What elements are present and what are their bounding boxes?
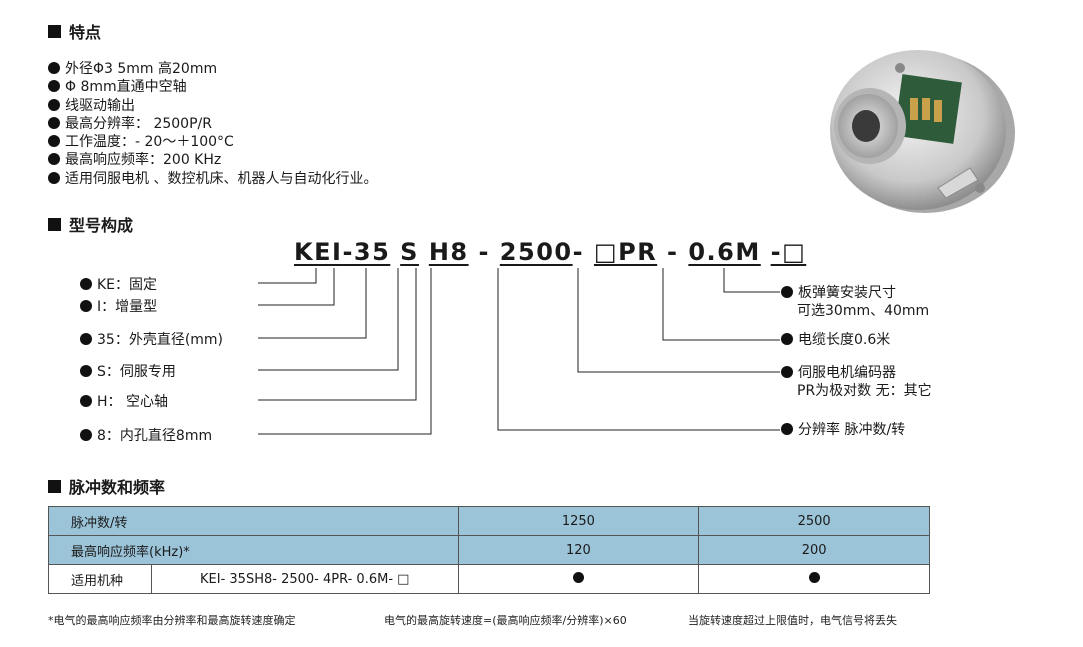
- model-part-2500: 2500: [499, 238, 573, 266]
- dot-icon: [781, 286, 793, 298]
- square-bullet-icon: [48, 479, 61, 493]
- footnote-2: 电气的最高旋转速度=(最高响应频率/分辨率)×60: [384, 614, 627, 627]
- feature-item: 最高响应频率：200 KHz: [48, 151, 377, 169]
- features-title: 特点: [69, 23, 102, 42]
- model-heading: 型号构成: [48, 212, 133, 236]
- dot-icon: [48, 116, 60, 129]
- cell-applicable-2: [698, 564, 930, 594]
- model-code: KEI-35 S H8 - 2500- □PR - 0.6M -□: [294, 238, 806, 266]
- row-label-pulse: 脉冲数/转: [48, 506, 459, 536]
- model-part-s: S: [400, 238, 419, 266]
- model-part-spring: -□: [770, 238, 807, 266]
- encoder-product-image: [830, 50, 1015, 213]
- label-8: 8：内孔直径8mm: [80, 425, 212, 445]
- line-i: [258, 268, 335, 306]
- line-s: [258, 268, 399, 371]
- model-part-35: -35: [342, 238, 391, 266]
- cell-pulse-1250: 1250: [457, 506, 700, 536]
- square-bullet-icon: [48, 217, 61, 231]
- table-row: 最高响应频率(kHz)* 120 200: [48, 535, 930, 565]
- label-h: H： 空心轴: [80, 391, 168, 411]
- label-resolution: 分辨率 脉冲数/转: [781, 421, 905, 439]
- spec-table: 脉冲数/转 1250 2500 最高响应频率(kHz)* 120 200 适用机…: [48, 506, 930, 594]
- line-35: [258, 268, 367, 339]
- footnote-1: *电气的最高响应频率由分辨率和最高旋转速度确定: [48, 614, 296, 627]
- dot-icon: [80, 429, 92, 441]
- model-sep: -: [478, 238, 490, 266]
- filled-dot-icon: [572, 571, 584, 583]
- feature-item: 外径Φ3 5mm 高20mm: [48, 60, 377, 78]
- dot-icon: [80, 333, 92, 345]
- line-spring: [723, 268, 780, 293]
- features-list: 外径Φ3 5mm 高20mm Φ 8mm直通中空轴 线驱动输出 最高分辨率： 2…: [48, 60, 377, 188]
- label-i: I：增量型: [80, 296, 157, 316]
- dot-icon: [48, 153, 60, 166]
- footnote-3: 当旋转速度超过上限值时，电气信号将丢失: [688, 614, 897, 627]
- dot-icon: [80, 395, 92, 407]
- label-s: S：伺服专用: [80, 361, 176, 381]
- feature-item: 工作温度：- 20～＋100°C: [48, 133, 377, 151]
- cell-freq-120: 120: [457, 535, 700, 565]
- model-part-h8: H8: [428, 238, 469, 266]
- model-title: 型号构成: [69, 216, 134, 235]
- label-ke: KE：固定: [80, 274, 157, 294]
- table-row: 脉冲数/转 1250 2500: [48, 506, 930, 536]
- line-cable: [662, 268, 780, 341]
- line-resolution: [497, 268, 780, 431]
- pulse-title: 脉冲数和频率: [69, 478, 166, 497]
- dot-icon: [781, 333, 793, 345]
- dot-icon: [48, 171, 60, 184]
- pulse-heading: 脉冲数和频率: [48, 474, 165, 498]
- line-ke: [258, 268, 317, 284]
- dot-icon: [48, 135, 60, 148]
- dot-icon: [80, 278, 92, 290]
- cell-pulse-2500: 2500: [698, 506, 930, 536]
- model-part-ke: KE: [294, 238, 332, 266]
- dot-icon: [80, 365, 92, 377]
- cell-applicable-1: [457, 564, 700, 594]
- table-row: 适用机种 KEI- 35SH8- 2500- 4PR- 0.6M- □: [48, 564, 930, 594]
- model-part-pr: □PR: [593, 238, 658, 266]
- dot-icon: [80, 300, 92, 312]
- label-pr: 伺服电机编码器 PR为极对数 无：其它: [781, 364, 932, 400]
- dot-icon: [781, 423, 793, 435]
- square-bullet-icon: [48, 24, 61, 38]
- dot-icon: [781, 366, 793, 378]
- feature-item: 线驱动输出: [48, 97, 377, 115]
- model-sep: -: [667, 238, 679, 266]
- model-sep: -: [572, 238, 585, 266]
- feature-item: 最高分辨率： 2500P/R: [48, 115, 377, 133]
- feature-item: 适用伺服电机 、数控机床、机器人与自动化行业。: [48, 170, 377, 188]
- dot-icon: [48, 62, 60, 74]
- dot-icon: [48, 98, 60, 111]
- cell-freq-200: 200: [698, 535, 930, 565]
- label-35: 35：外壳直径(mm): [80, 329, 223, 349]
- model-part-i: I: [332, 238, 343, 266]
- cell-model-code: KEI- 35SH8- 2500- 4PR- 0.6M- □: [150, 564, 459, 594]
- filled-dot-icon: [808, 571, 820, 583]
- line-8: [258, 268, 432, 435]
- row-label-freq: 最高响应频率(kHz)*: [48, 535, 459, 565]
- line-h: [258, 268, 417, 401]
- feature-item: Φ 8mm直通中空轴: [48, 78, 377, 96]
- line-pr: [577, 268, 780, 373]
- model-part-cable: 0.6M: [688, 238, 761, 266]
- label-spring: 板弹簧安装尺寸 可选30mm、40mm: [781, 284, 929, 320]
- row-label-model: 适用机种: [48, 564, 152, 594]
- label-cable: 电缆长度0.6米: [781, 331, 890, 349]
- dot-icon: [48, 80, 60, 93]
- features-heading: 特点: [48, 19, 101, 43]
